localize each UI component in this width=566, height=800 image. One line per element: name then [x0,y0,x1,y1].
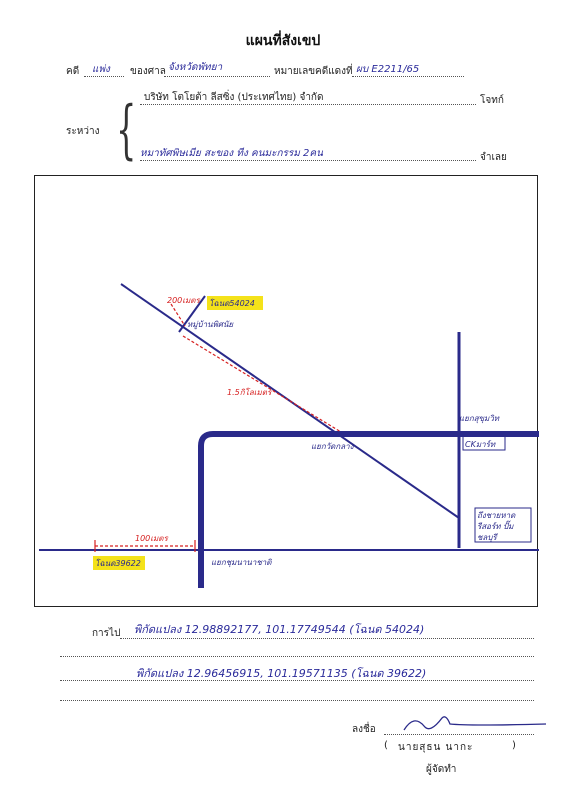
sketch-map: 200เมตร โฉนด54024 หมู่บ้านพิศนัย 1.5กิโล… [34,175,539,607]
signer-name: นายสุธน นากะ [398,742,474,753]
label-road-mid: แยกวัดกลาง [311,442,354,451]
label-deed-39622: โฉนด39622 [95,559,141,568]
label-ck-market: CKมาร์ท [465,440,496,449]
signer-open-paren: ( [384,740,388,751]
case-number-label: หมายเลขคดีแดงที่ [274,66,353,77]
directions-line-2: พิกัดแปลง 12.96456915, 101.19571135 (โฉน… [136,667,427,680]
label-dist-200: 200เมตร [167,296,200,305]
distance-marker-1km [182,335,342,433]
distance-marker-200 [170,303,186,327]
sign-label: ลงชื่อ [352,724,376,735]
label-dist-left: 100เมตร [135,534,168,543]
deed-39622-highlight [93,556,145,570]
plaintiff-name: บริษัท โตโยต้า ลีสซิ่ง (ประเทศไทย) จำกัด [144,92,324,103]
deed-54024-highlight [207,296,263,310]
court-name: จังหวัดพัทยา [168,62,223,73]
between-label: ระหว่าง [66,126,100,137]
label-village-road: หมู่บ้านพิศนัย [187,320,234,329]
case-type: แพ่ง [92,64,110,75]
label-junction-right: แยกสุขุมวิท [459,414,500,423]
signer-close-paren: ) [512,740,516,751]
brace: { [116,93,137,167]
ck-box [462,435,506,451]
branch-road [178,295,206,333]
signer-role: ผู้จัดทำ [426,764,457,775]
signature-mark [403,716,547,731]
road-horizontal-main [198,431,539,588]
directions-line-1: พิกัดแปลง 12.98892177, 101.17749544 (โฉน… [134,623,425,636]
defendant-role: จำเลย [480,152,507,163]
map-drawing [39,283,539,588]
page-title: แผนที่สังเขป [245,33,321,49]
directions-label: การไป [92,628,121,639]
plaintiff-role: โจทก์ [480,95,504,106]
label-deed-54024: โฉนด54024 [209,299,255,308]
label-road-bottom: แยกชุมนานาชาติ [211,558,272,567]
destination-box [474,507,532,543]
court-label: ของศาล [130,66,166,77]
label-dist-1-5km: 1.5กิโลเมตร [227,388,272,397]
label-destination: ถึงชายหาดรีสอร์ท ปั๊มชลบุรี [477,511,516,542]
defendant-name: หมาทัศพิษเมีย สะของ ทีง คนมะกรรม 2คน [140,148,323,159]
case-label: คดี [66,66,80,77]
case-number: ผบ E2211/65 [356,64,420,75]
